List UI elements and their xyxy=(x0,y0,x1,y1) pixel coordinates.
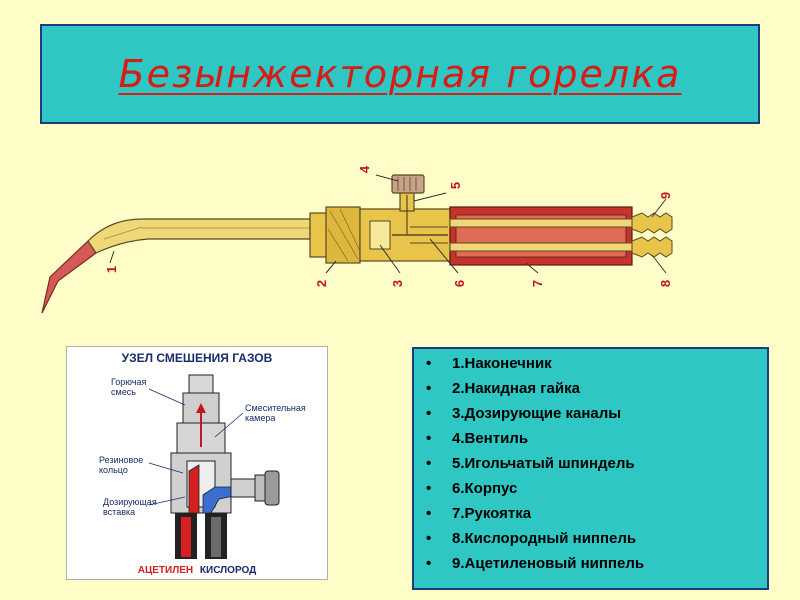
acetylene-nipple xyxy=(631,212,673,234)
valve-knob xyxy=(391,174,425,194)
mixing-unit-inset: УЗЕЛ СМЕШЕНИЯ ГАЗОВ Горючая смесь Смесит… xyxy=(66,346,328,580)
callout-1: 1 xyxy=(104,265,120,274)
torch-tip xyxy=(41,240,97,314)
torch-barrel xyxy=(87,218,311,254)
callout-2: 2 xyxy=(314,279,330,288)
callout-6: 6 xyxy=(452,279,468,288)
callout-7: 7 xyxy=(530,279,546,288)
callout-3: 3 xyxy=(390,279,406,288)
parts-legend: 1.Наконечник 2.Накидная гайка 3.Дозирующ… xyxy=(412,347,769,590)
list-item: 5.Игольчатый шпиндель xyxy=(422,451,767,476)
label-dosing-insert: Дозирующая вставка xyxy=(103,497,157,517)
list-item: 3.Дозирующие каналы xyxy=(422,401,767,426)
callout-9: 9 xyxy=(658,191,674,200)
inset-title: УЗЕЛ СМЕШЕНИЯ ГАЗОВ xyxy=(121,351,273,365)
label-fuel-mixture: Горючая смесь xyxy=(111,377,147,397)
callout-4: 4 xyxy=(357,165,373,174)
list-item: 7.Рукоятка xyxy=(422,501,767,526)
oxygen-nipple xyxy=(631,236,673,258)
list-item: 4.Вентиль xyxy=(422,426,767,451)
parts-list: 1.Наконечник 2.Накидная гайка 3.Дозирующ… xyxy=(422,351,767,576)
gas-labels: АЦЕТИЛЕН КИСЛОРОД xyxy=(67,565,327,576)
label-acetylene: АЦЕТИЛЕН xyxy=(137,565,194,576)
label-oxygen: КИСЛОРОД xyxy=(199,565,257,576)
label-mixing-chamber: Смесительная камера xyxy=(245,403,306,423)
callout-5: 5 xyxy=(448,181,464,190)
label-rubber-ring: Резиновое кольцо xyxy=(99,455,144,475)
page-title: Безынжекторная горелка xyxy=(118,52,682,96)
list-item: 9.Ацетиленовый ниппель xyxy=(422,551,767,576)
mixing-unit-drawing xyxy=(148,374,280,559)
list-item: 8.Кислородный ниппель xyxy=(422,526,767,551)
title-banner: Безынжекторная горелка xyxy=(40,24,760,124)
callout-8: 8 xyxy=(658,279,674,288)
list-item: 1.Наконечник xyxy=(422,351,767,376)
list-item: 2.Накидная гайка xyxy=(422,376,767,401)
torch-diagram xyxy=(41,174,673,314)
list-item: 6.Корпус xyxy=(422,476,767,501)
